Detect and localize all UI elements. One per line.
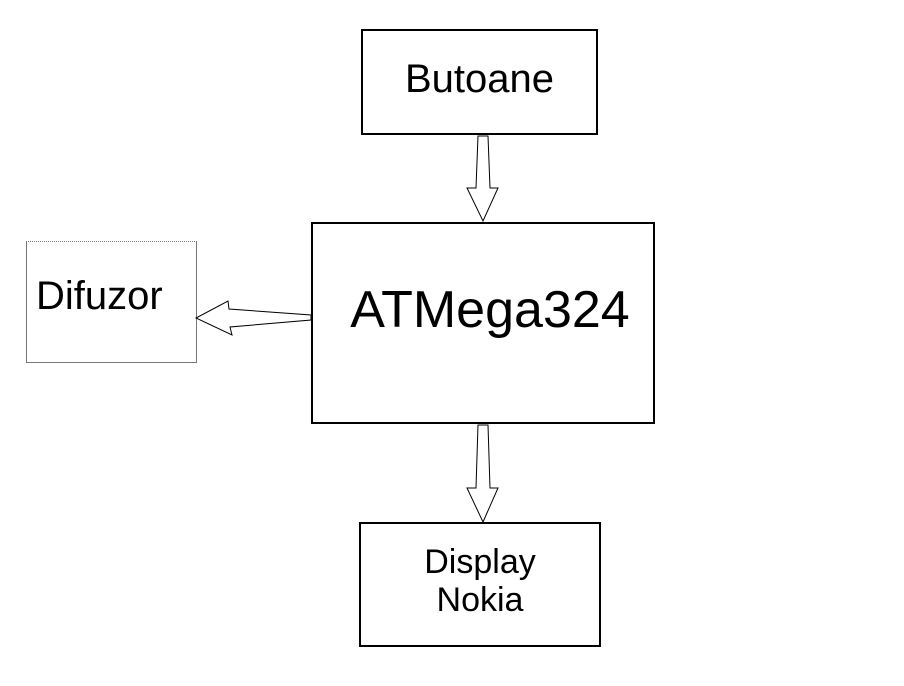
node-display-nokia: Display Nokia <box>359 522 601 647</box>
node-atmega324: ATMega324 <box>311 222 655 424</box>
arrow-butoane-to-atmega <box>466 135 499 223</box>
node-butoane-label: Butoane <box>404 57 555 101</box>
node-difuzor-label: Difuzor <box>36 273 163 318</box>
node-atmega324-label: ATMega324 <box>350 281 630 340</box>
node-display-label-line1: Display <box>424 543 536 582</box>
arrow-atmega-to-difuzor <box>194 300 312 336</box>
node-butoane: Butoane <box>361 29 598 135</box>
node-difuzor: Difuzor <box>26 241 197 363</box>
arrow-atmega-to-display <box>466 424 499 524</box>
node-display-label-line2: Nokia <box>436 580 524 619</box>
